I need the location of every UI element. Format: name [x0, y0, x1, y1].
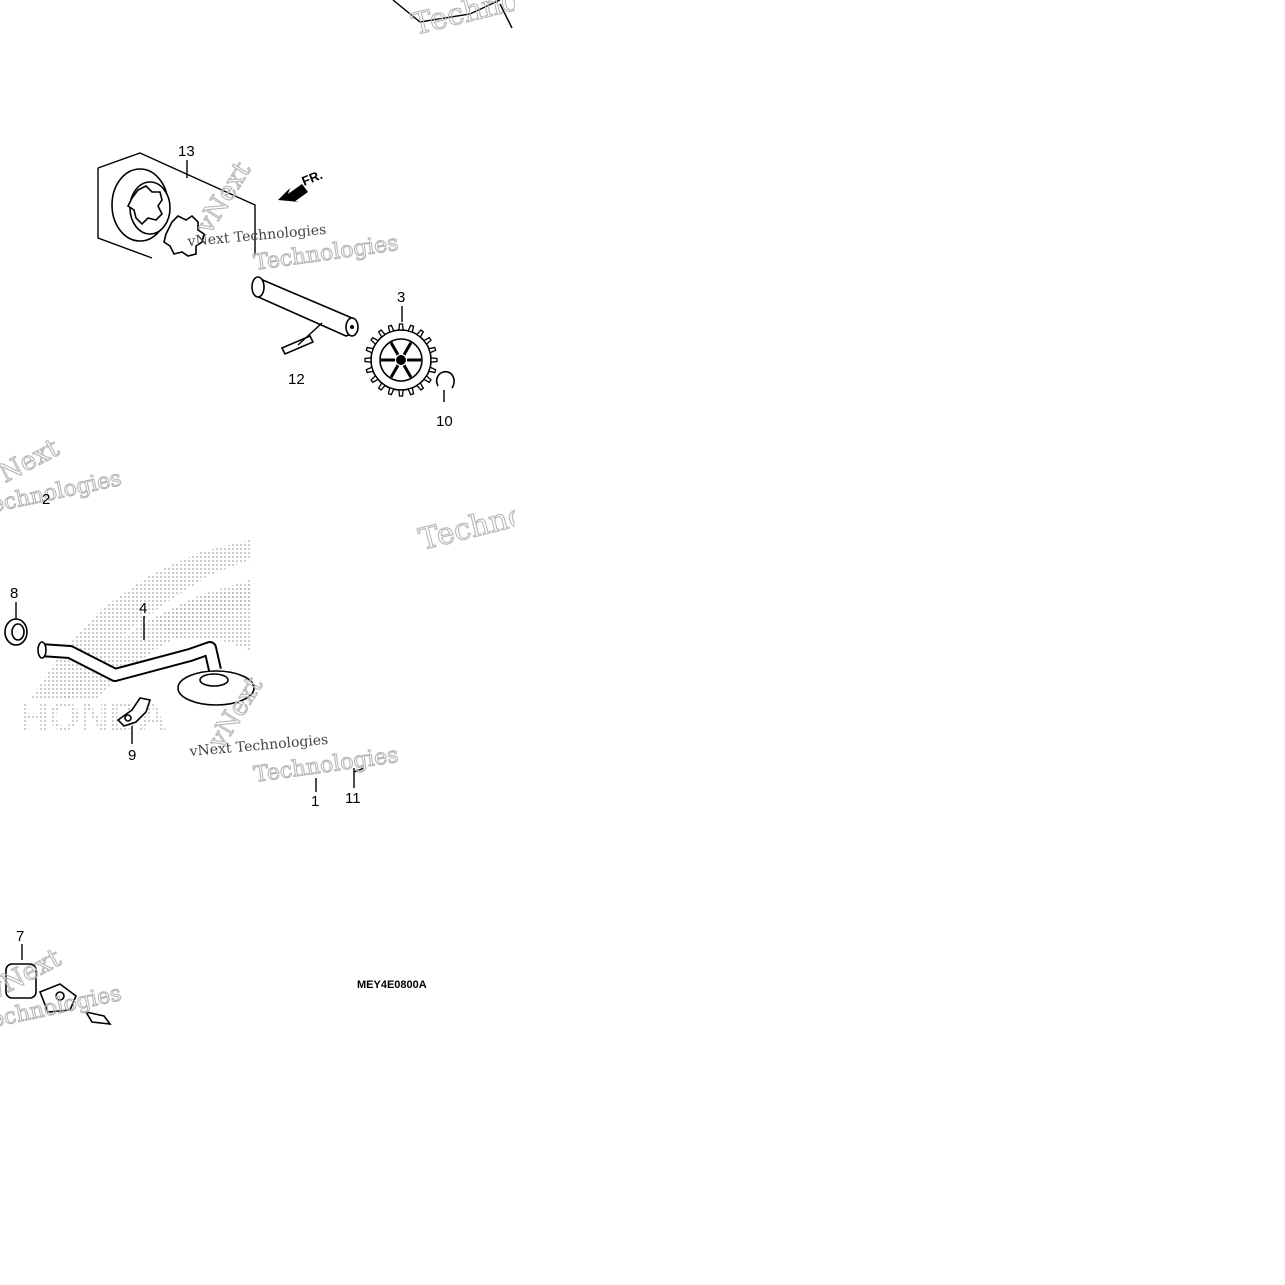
- part-11-leader: [353, 767, 365, 788]
- gear-tooth: [398, 389, 404, 397]
- part-label-11: 11: [345, 790, 361, 807]
- gear-tooth: [423, 336, 432, 346]
- part-label-12: 12: [288, 371, 305, 388]
- part-label-13: 13: [178, 143, 195, 160]
- part-label-10: 10: [436, 413, 453, 430]
- oil-pump-body-fragment: [5, 944, 112, 1025]
- dowel-pin: [280, 322, 323, 356]
- gear-tooth: [370, 336, 379, 346]
- gear-tooth: [407, 386, 415, 396]
- gear-tooth: [430, 357, 438, 363]
- gear-spoke: [402, 341, 413, 356]
- front-direction-arrow: FR.: [278, 167, 325, 202]
- part-label-7: 7: [16, 928, 24, 945]
- gear-tooth: [407, 324, 415, 334]
- gear-tooth: [377, 382, 387, 391]
- gear-tooth: [423, 374, 432, 384]
- gear-tooth: [364, 357, 372, 363]
- strainer-bracket: [116, 697, 152, 744]
- part-label-3: 3: [397, 289, 405, 306]
- part-label-9: 9: [128, 747, 136, 764]
- part-labels: 13 3 12 10 2 8 4 9 1 11 7: [10, 143, 453, 945]
- gear-tooth: [387, 324, 395, 334]
- gear-spoke: [389, 341, 400, 356]
- gear-tooth: [398, 323, 404, 331]
- svg-text:vNext: vNext: [190, 156, 258, 239]
- oil-pump-rotor-set: [97, 152, 256, 259]
- part-label-4: 4: [139, 600, 147, 617]
- gear-spoke: [389, 364, 400, 379]
- front-direction-label: FR.: [300, 167, 325, 189]
- part-label-1: 1: [311, 793, 319, 810]
- snap-ring-clip: [435, 370, 455, 402]
- watermark-layer: Technologies vNext vNext Technologies Te…: [0, 0, 616, 1036]
- gear-tooth: [377, 329, 387, 338]
- svg-text:Technologies: Technologies: [415, 476, 616, 558]
- diagram-code: MEY4E0800A: [357, 979, 427, 991]
- gear-tooth: [427, 366, 437, 374]
- top-partial-part: [392, 0, 513, 29]
- oil-pump-driven-gear: [364, 323, 438, 397]
- gear-tooth: [415, 329, 425, 338]
- part-label-8: 8: [10, 585, 18, 602]
- gear-tooth: [365, 346, 375, 354]
- gear-tooth: [415, 382, 425, 391]
- gear-spoke: [402, 364, 413, 379]
- gear-tooth: [387, 386, 395, 396]
- part-label-2: 2: [42, 491, 50, 508]
- gear-tooth: [365, 366, 375, 374]
- oil-pump-shaft: [251, 276, 359, 337]
- oil-seal-grommet: [4, 602, 28, 646]
- oil-strainer-pipe: [37, 616, 255, 706]
- gear-tooth: [427, 346, 437, 354]
- gear-tooth: [370, 374, 379, 384]
